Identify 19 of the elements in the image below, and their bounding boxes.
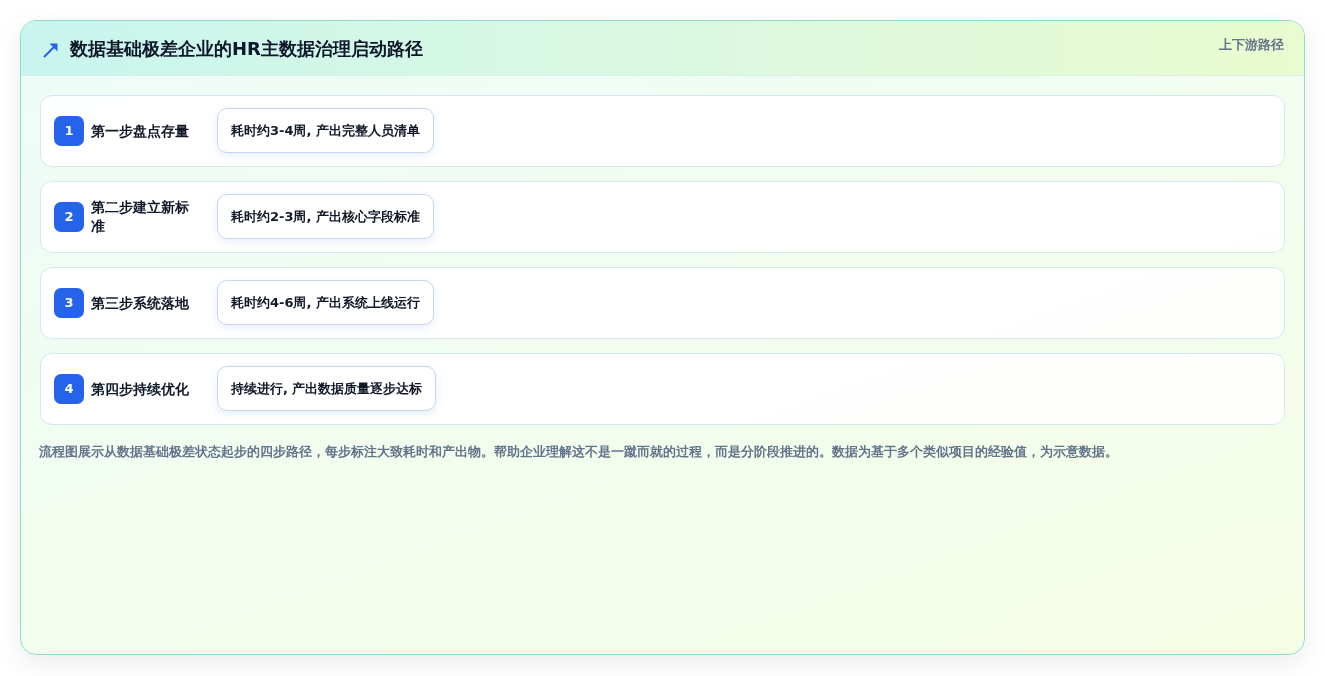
step-number-badge: 4 <box>54 374 84 404</box>
duration-output-tag: 耗时约2-3周, 产出核心字段标准 <box>217 194 434 239</box>
step-card <box>40 353 1285 425</box>
duration-output-tag: 持续进行, 产出数据质量逐步达标 <box>217 366 437 411</box>
step-card <box>40 267 1285 339</box>
step-name: 第三步系统落地 <box>91 293 190 313</box>
step-card <box>40 95 1285 167</box>
step-card <box>40 181 1285 253</box>
step-number-badge: 3 <box>54 288 84 318</box>
step-number-badge: 1 <box>54 116 84 146</box>
step-name: 第二步建立新标准 <box>91 198 190 236</box>
step-number-badge: 2 <box>54 202 84 232</box>
diagram-title: 数据基础极差企业的HR主数据治理启动路径 <box>70 37 423 61</box>
duration-output-tag: 耗时约4-6周, 产出系统上线运行 <box>217 280 434 325</box>
step-name: 第四步持续优化 <box>91 379 190 399</box>
caption-text: 流程图展示从数据基础极差状态起步的四步路径，每步标注大致耗时和产出物。帮助企业理解这不是一蹴而就的过程，而是分阶段推进的。数据为基于多个类似项目的经验值，为示意数据。 <box>39 443 1119 461</box>
header-label: 上下游路径 <box>1219 37 1284 53</box>
step-name: 第一步盘点存量 <box>91 121 190 141</box>
duration-output-tag: 耗时约3-4周, 产出完整人员清单 <box>217 108 434 153</box>
